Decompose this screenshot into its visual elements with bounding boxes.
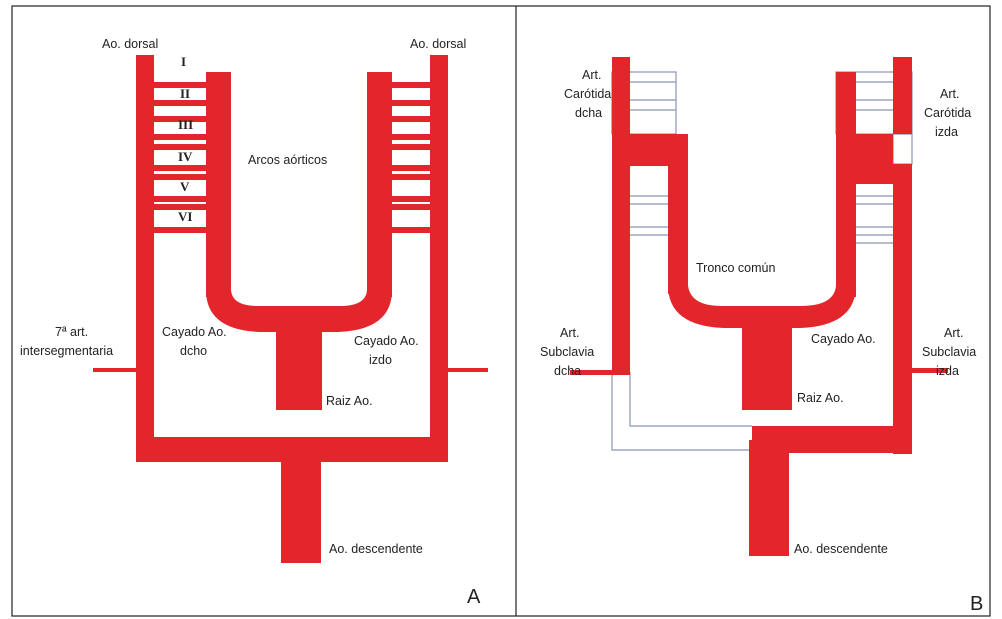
ao-dorsal-right-label: Ao. dorsal — [410, 37, 466, 51]
right-arch-7 — [392, 227, 430, 233]
arch-label-6: VI — [178, 209, 192, 224]
left-arch-4a — [154, 134, 206, 140]
right-arch-2 — [392, 100, 430, 106]
ghost-right-dorsal-aorta — [611, 372, 752, 451]
right-arch-5a — [392, 165, 430, 171]
right-carotid-upper — [612, 57, 630, 134]
carotida-izda-label-1: Art. — [940, 87, 959, 101]
right-subclavian-branch — [570, 370, 630, 375]
left-arch-3 — [154, 116, 206, 122]
left-ventral-column-b — [836, 72, 856, 297]
arcos-aorticos-label: Arcos aórticos — [248, 153, 327, 167]
cayado-dcho-label-2: dcho — [180, 344, 207, 358]
seventh-intersegmental-label-1: 7ª art. — [55, 325, 88, 339]
left-7th-intersegmental — [93, 368, 138, 372]
descending-aorta-b — [749, 440, 789, 556]
arch-label-1: I — [181, 54, 186, 69]
tronco-comun-label: Tronco común — [696, 261, 775, 275]
left-arch-6a — [154, 196, 206, 202]
subclavia-izda-label-2: Subclavia — [922, 345, 976, 359]
arch-label-5: V — [180, 179, 190, 194]
panel-a-vessels — [93, 55, 488, 563]
right-arch-6b — [392, 204, 430, 210]
cayado-dcho-label-1: Cayado Ao. — [162, 325, 227, 339]
left-arch-1 — [154, 82, 206, 88]
right-dorsal-aorta — [430, 55, 448, 455]
raiz-ao-label-b: Raiz Ao. — [797, 391, 844, 405]
aortic-root-b — [742, 318, 792, 410]
subclavia-izda-label-1: Art. — [944, 326, 963, 340]
carotida-dcha-label-3: dcha — [575, 106, 602, 120]
right-7th-intersegmental — [446, 368, 488, 372]
left-arch-5a — [154, 165, 206, 171]
carotida-izda-label-2: Carótida — [924, 106, 971, 120]
right-arch-3 — [392, 116, 430, 122]
right-ventral-aorta — [367, 72, 392, 297]
carotida-izda-label-3: izda — [935, 125, 958, 139]
left-ventral-aorta — [206, 72, 231, 297]
left-arch-7 — [154, 227, 206, 233]
ghost-right-dorsal-aorta-inner — [629, 372, 752, 427]
figure-border — [11, 5, 991, 617]
arch-label-3: III — [178, 117, 193, 132]
carotida-dcha-label-1: Art. — [582, 68, 601, 82]
right-arch-1 — [392, 82, 430, 88]
cayado-ao-label-b: Cayado Ao. — [811, 332, 876, 346]
seventh-intersegmental-label-2: intersegmentaria — [20, 344, 113, 358]
ao-descendente-label-b: Ao. descendente — [794, 542, 888, 556]
left-dorsal-aorta — [136, 55, 154, 455]
ghost-right-segment — [892, 133, 913, 165]
aortic-root — [276, 320, 322, 410]
left-arch-5b — [154, 174, 206, 180]
panel-a-letter: A — [467, 586, 481, 608]
subclavia-izda-label-3: izda — [936, 364, 959, 378]
subclavia-dcha-label-2: Subclavia — [540, 345, 594, 359]
cayado-izdo-label-1: Cayado Ao. — [354, 334, 419, 348]
panel-b-letter: B — [970, 593, 983, 615]
aortic-arch-u-b — [668, 285, 856, 328]
arch-label-4: IV — [178, 149, 193, 164]
subclavia-dcha-label-3: dcha — [554, 364, 581, 378]
right-subclavian-vertical — [612, 166, 630, 372]
carotida-dcha-label-2: Carótida — [564, 87, 611, 101]
left-arch-4b — [154, 144, 206, 150]
aortic-sac-u — [206, 290, 392, 332]
arch-label-2: II — [180, 86, 190, 101]
ao-dorsal-left-label: Ao. dorsal — [102, 37, 158, 51]
ao-descendente-label-a: Ao. descendente — [329, 542, 423, 556]
raiz-ao-label-a: Raiz Ao. — [326, 394, 373, 408]
right-arch-4a — [392, 134, 430, 140]
panel-b-vessels — [570, 57, 948, 556]
left-arch-2 — [154, 100, 206, 106]
right-ventral-column-b — [668, 134, 688, 294]
right-arch-4b — [392, 144, 430, 150]
right-arch-6a — [392, 196, 430, 202]
panel-a: I II III IV V VI Ao. dorsal Ao. dorsal A… — [20, 37, 488, 608]
left-arch-segment-b — [852, 164, 912, 184]
descending-aorta — [281, 455, 321, 563]
left-arch-6b — [154, 204, 206, 210]
cayado-izdo-label-2: izdo — [369, 353, 392, 367]
subclavia-dcha-label-1: Art. — [560, 326, 579, 340]
left-carotid-upper — [893, 57, 912, 134]
panel-b: Art. Carótida dcha Art. Carótida izda Tr… — [540, 57, 983, 615]
right-arch-5b — [392, 174, 430, 180]
left-subclavian-branch — [910, 368, 948, 373]
left-dorsal-aorta-b — [893, 164, 912, 454]
